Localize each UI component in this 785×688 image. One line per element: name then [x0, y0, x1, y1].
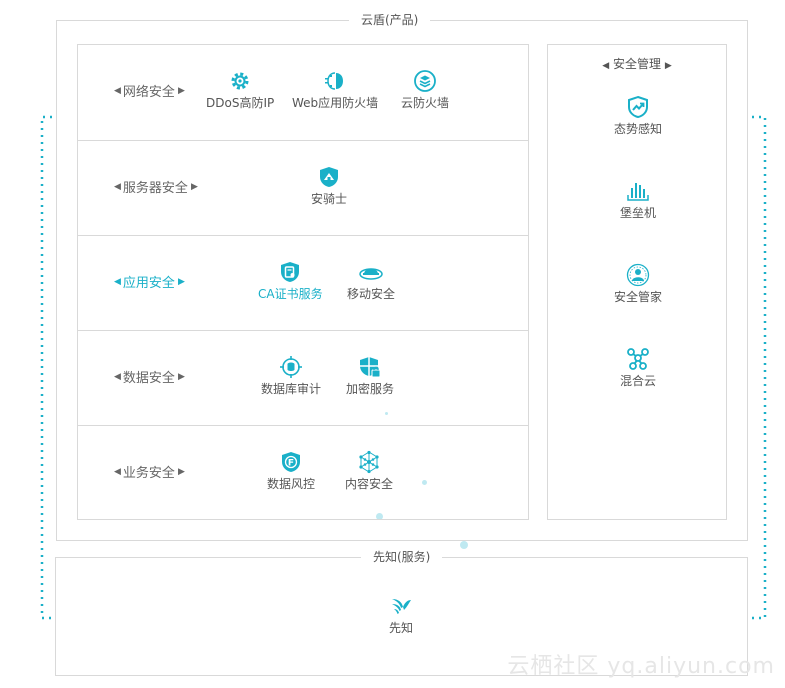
service-section: 先知(服务) 先知: [55, 550, 748, 676]
product-hybrid-cloud[interactable]: 混合云: [620, 347, 656, 389]
caret-right-icon: ▶: [177, 276, 185, 287]
network-graph-icon: [359, 450, 379, 474]
product-content-security[interactable]: 内容安全: [345, 450, 393, 492]
decorative-bubble: [422, 480, 427, 485]
product-mobile-security[interactable]: 移动安全: [347, 260, 395, 302]
bar-chart-icon: [627, 183, 649, 201]
svg-text:F: F: [288, 459, 294, 469]
user-globe-icon: [626, 263, 650, 287]
trend-shield-icon: [628, 95, 648, 119]
gear-icon: [231, 72, 249, 90]
category-data-security[interactable]: ◀ 数据安全 ▶: [114, 371, 185, 386]
product-ca-certificate[interactable]: CA证书服务: [258, 260, 323, 302]
decorative-bubble: [376, 513, 383, 520]
category-row-business: ◀ 业务安全 ▶ F 数据风控 内容安全: [78, 425, 528, 520]
service-section-title: 先知(服务): [361, 550, 443, 564]
product-situation-awareness[interactable]: 态势感知: [614, 95, 662, 137]
category-row-network: ◀ 网络安全 ▶ DDoS高防IP Web应用防火墙 云防火墙: [78, 45, 528, 140]
target-database-icon: [280, 356, 302, 378]
certificate-shield-icon: [281, 262, 300, 282]
caret-right-icon: ▶: [177, 85, 185, 96]
nodes-icon: [627, 348, 649, 370]
layers-icon: [414, 70, 436, 92]
category-application-security[interactable]: ◀ 应用安全 ▶: [114, 276, 185, 291]
management-title[interactable]: ◀ 安全管理 ▶: [602, 57, 672, 71]
product-ddos[interactable]: DDoS高防IP: [206, 69, 274, 111]
caret-left-icon: ◀: [114, 181, 121, 192]
category-network-security[interactable]: ◀ 网络安全 ▶: [114, 85, 185, 100]
wing-icon: [392, 599, 411, 614]
shield-icon: [320, 167, 338, 187]
caret-right-icon: ▶: [664, 61, 672, 71]
product-data-risk-control[interactable]: F 数据风控: [267, 450, 315, 492]
category-server-security[interactable]: ◀ 服务器安全 ▶: [114, 181, 198, 196]
watermark: 云栖社区 yq.aliyun.com: [507, 654, 775, 679]
caret-left-icon: ◀: [114, 276, 121, 287]
caret-left-icon: ◀: [602, 61, 610, 71]
category-row-data: ◀ 数据安全 ▶ 数据库审计 加密服务: [78, 330, 528, 425]
product-cloud-firewall[interactable]: 云防火墙: [401, 69, 449, 111]
product-xianzhi[interactable]: 先知: [389, 594, 413, 636]
caret-left-icon: ◀: [114, 371, 121, 382]
product-section-title: 云盾(产品): [349, 13, 431, 27]
decorative-bubble: [460, 541, 468, 549]
management-panel: ◀ 安全管理 ▶ 态势感知 堡垒机 安全管家 混合云: [547, 44, 727, 520]
product-security-butler[interactable]: 安全管家: [614, 263, 662, 305]
product-database-audit[interactable]: 数据库审计: [261, 355, 321, 397]
shield-lock-icon: [360, 357, 381, 378]
product-bastion-host[interactable]: 堡垒机: [620, 179, 656, 221]
caret-right-icon: ▶: [177, 371, 185, 382]
decorative-bubble: [385, 412, 388, 415]
category-row-application: ◀ 应用安全 ▶ CA证书服务 移动安全: [78, 235, 528, 330]
caret-left-icon: ◀: [114, 466, 121, 477]
caret-right-icon: ▶: [190, 181, 198, 192]
category-panel: ◀ 网络安全 ▶ DDoS高防IP Web应用防火墙 云防火墙 ◀ 服务器安全: [77, 44, 529, 520]
category-row-server: ◀ 服务器安全 ▶ 安骑士: [78, 140, 528, 235]
product-encryption-service[interactable]: 加密服务: [346, 355, 394, 397]
product-section: 云盾(产品) ◀ 网络安全 ▶ DDoS高防IP Web应用防火墙 云防火墙: [56, 13, 748, 541]
caret-right-icon: ▶: [177, 466, 185, 477]
firewall-shield-icon: [325, 72, 344, 90]
shield-f-icon: F: [282, 452, 300, 472]
product-waf[interactable]: Web应用防火墙: [292, 69, 378, 111]
category-business-security[interactable]: ◀ 业务安全 ▶: [114, 466, 185, 481]
helmet-icon: [359, 268, 383, 280]
product-anqishi[interactable]: 安骑士: [311, 165, 347, 207]
caret-left-icon: ◀: [114, 85, 121, 96]
